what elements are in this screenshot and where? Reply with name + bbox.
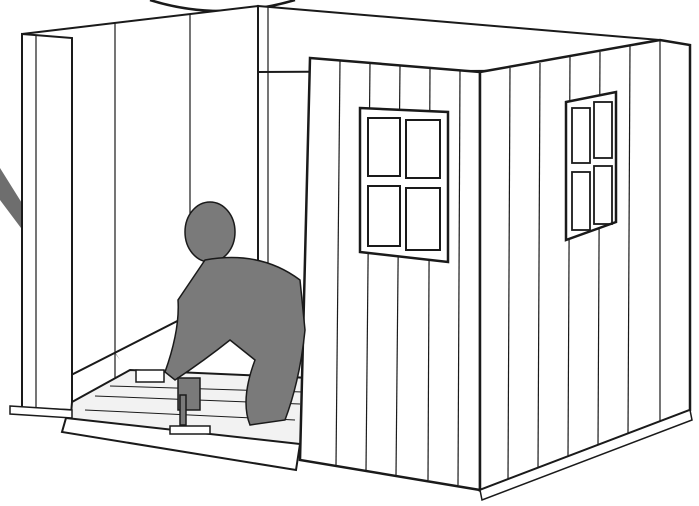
- front-window: [360, 108, 448, 262]
- left-corner-post: [22, 34, 72, 410]
- floor-bracket: [136, 370, 164, 382]
- side-window: [566, 92, 616, 240]
